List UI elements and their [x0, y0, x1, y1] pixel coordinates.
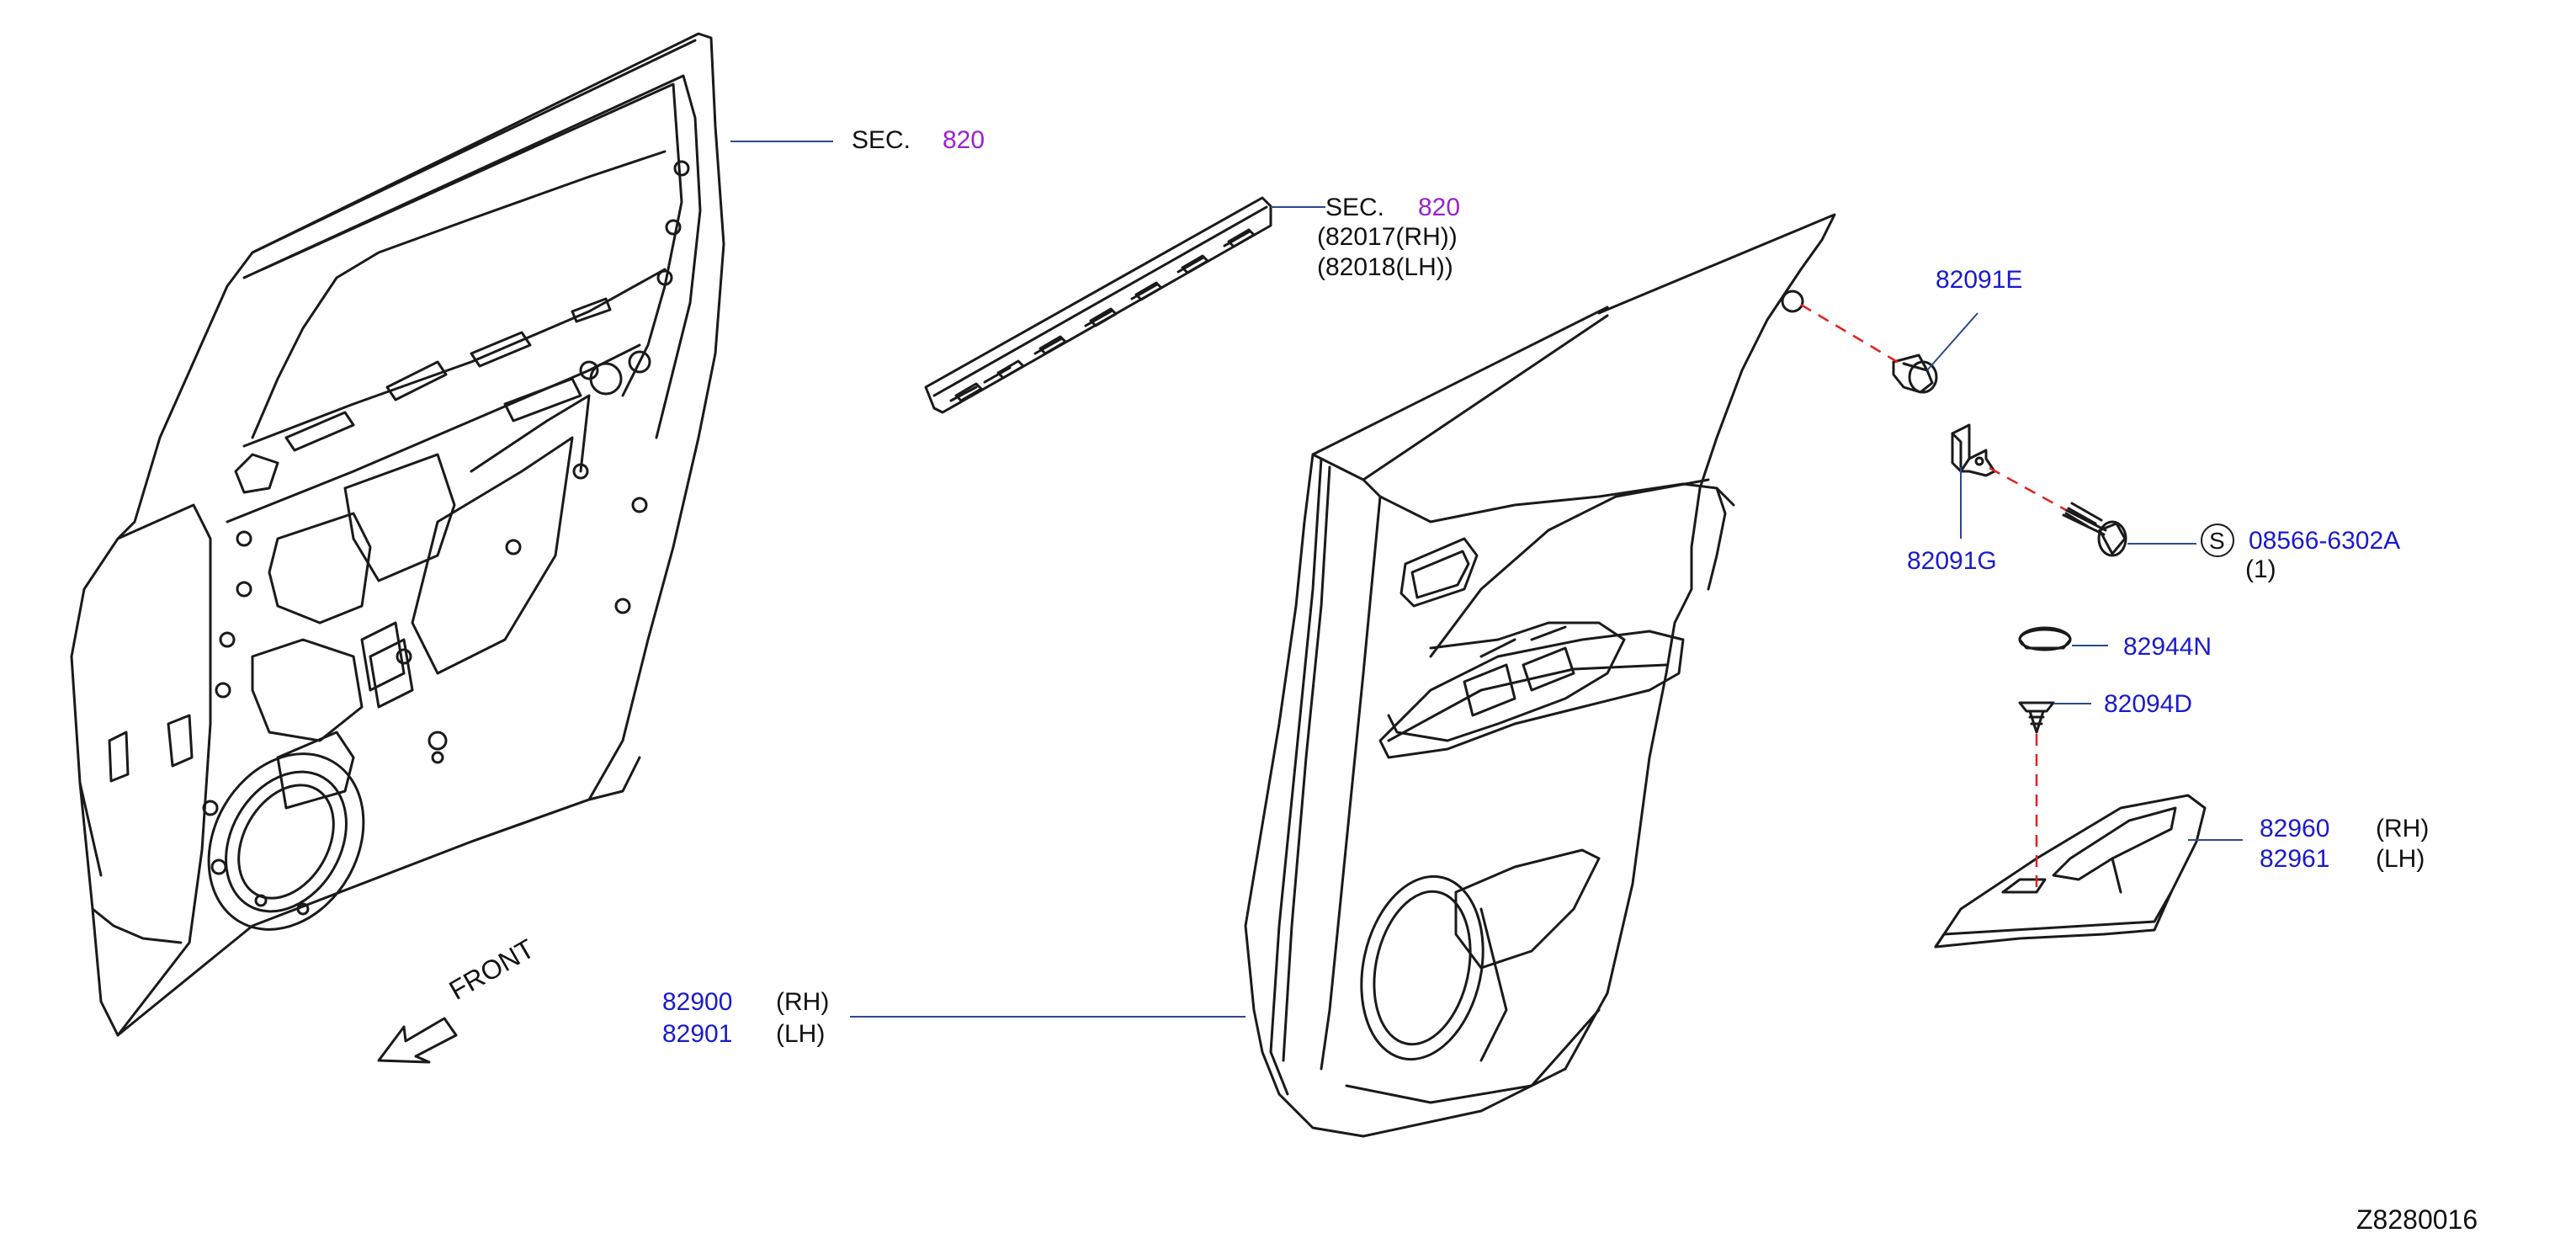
- screw-08566-6302a-part: [2062, 502, 2127, 557]
- part-82944n-link[interactable]: 82944N: [2123, 633, 2212, 661]
- bracket-82091g-part: [1951, 423, 1996, 477]
- door-inner-panel: [70, 32, 725, 1037]
- part-82900-link[interactable]: 82900: [662, 988, 733, 1016]
- arrow-down-left-icon: [377, 1017, 458, 1064]
- clip-82091e-part: [1892, 353, 1938, 394]
- part-08566-6302a-link[interactable]: 08566-6302A: [2249, 527, 2401, 555]
- screw-symbol-circle: [2201, 524, 2234, 557]
- sec-door-link[interactable]: 820: [943, 126, 985, 154]
- dashed-assembly-lines: [1800, 303, 2067, 888]
- clip-82094d-part: [2018, 701, 2055, 734]
- sec-door-prefix: SEC.: [852, 126, 911, 154]
- finisher-lh-side: (LH): [2376, 845, 2425, 873]
- leader-lines: [730, 141, 2243, 1018]
- part-82961-link[interactable]: 82961: [2260, 845, 2330, 873]
- screw-quantity: (1): [2245, 555, 2276, 583]
- part-82901-link[interactable]: 82901: [662, 1020, 733, 1048]
- finisher-rh-side: (RH): [2376, 815, 2430, 842]
- diagram-code: Z8280016: [2356, 1204, 2478, 1235]
- screw-symbol: S: [2209, 528, 2225, 554]
- finisher-82960-part: [1934, 794, 2207, 949]
- part-82091g-link[interactable]: 82091G: [1907, 547, 1997, 575]
- door-moulding-strip: [924, 196, 1272, 414]
- part-82094d-link[interactable]: 82094D: [2104, 690, 2193, 718]
- moulding-lh-variant: (82018(LH)): [1317, 253, 1453, 281]
- trim-lh-side: (LH): [776, 1020, 826, 1048]
- sec-moulding-prefix: SEC.: [1325, 194, 1385, 221]
- sec-moulding-link[interactable]: 820: [1418, 194, 1461, 221]
- part-82960-link[interactable]: 82960: [2260, 815, 2330, 842]
- moulding-rh-variant: (82017(RH)): [1317, 223, 1458, 251]
- part-82091e-link[interactable]: 82091E: [1936, 266, 2023, 294]
- cap-82944n-part: [2018, 626, 2072, 651]
- door-trim-panel: [1244, 213, 1836, 1138]
- trim-rh-side: (RH): [776, 988, 830, 1016]
